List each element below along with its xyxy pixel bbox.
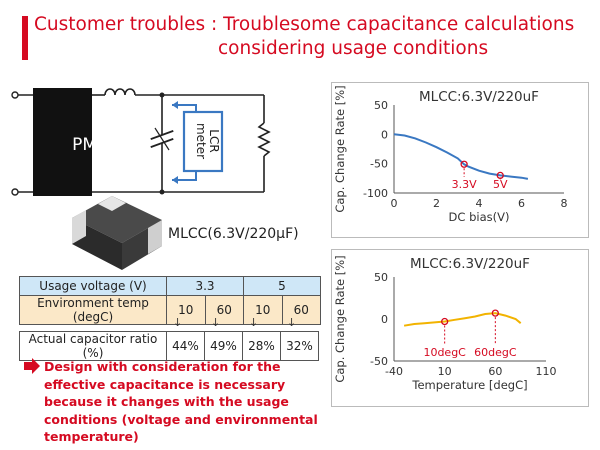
series-line: [393, 133, 529, 180]
lcr-meter-box: [182, 110, 224, 173]
temp-cell: 60: [281, 295, 321, 325]
x-tick-label: -40: [385, 365, 403, 378]
y-tick-label: -50: [370, 158, 388, 171]
ratio-cell: 32%: [280, 331, 319, 361]
annotation-label: 5V: [493, 178, 508, 191]
mlcc-chip-image: [72, 196, 162, 270]
title-accent-bar: [22, 16, 28, 60]
chart-title: MLCC:6.3V/220uF: [410, 256, 530, 272]
capacitor-plate-top: [150, 130, 174, 140]
x-tick-label: 4: [476, 197, 483, 210]
x-tick-label: 110: [536, 365, 557, 378]
down-arrow-icon: ↓: [173, 316, 183, 329]
y-axis-label: Cap. Change Rate [%]: [333, 255, 347, 382]
inductor-icon: [104, 88, 136, 96]
ratio-cell: 28%: [242, 331, 281, 361]
temp-cell: 10: [166, 295, 206, 325]
x-tick-label: 6: [518, 197, 525, 210]
design-note: Design with consideration for the effect…: [44, 359, 318, 444]
down-arrow-icon: ↓: [211, 316, 221, 329]
annotation-label: 60degC: [474, 346, 517, 359]
usage-conditions-table: Usage voltage (V) 3.3 5 Environment temp…: [19, 276, 321, 325]
resistor-icon: [257, 122, 271, 157]
down-arrow-icon: ↓: [249, 316, 259, 329]
x-tick-label: 0: [391, 197, 398, 210]
annotation-point: [460, 160, 468, 168]
y-axis-label: Cap. Change Rate [%]: [333, 85, 347, 212]
y-tick-label: 0: [381, 313, 388, 326]
ratio-cell: 44%: [166, 331, 205, 361]
x-tick-label: 8: [561, 197, 568, 210]
terminal-bottom-left: [11, 188, 19, 196]
y-tick-label: -50: [370, 355, 388, 368]
voltage-cell: 5: [243, 276, 321, 296]
circuit-diagram: LCR meter: [11, 88, 271, 270]
capacitor-ratio-table: Actual capacitor ratio (%) 44% 49% 28% 3…: [19, 331, 319, 361]
ratio-cell: 49%: [204, 331, 243, 361]
page-title-line-2: considering usage conditions: [218, 38, 489, 59]
right-arrow-icon: [24, 358, 40, 374]
chart-title: MLCC:6.3V/220uF: [419, 89, 539, 105]
terminal-top-left: [11, 91, 19, 99]
x-tick-label: 10: [438, 365, 452, 378]
page-title-line-1: Customer troubles : Troublesome capacita…: [34, 14, 575, 35]
usage-voltage-label: Usage voltage (V): [19, 276, 167, 296]
annotation-point: [491, 309, 499, 317]
pmic-block: [33, 88, 92, 196]
voltage-cell: 3.3: [166, 276, 244, 296]
y-tick-label: 50: [374, 271, 388, 284]
y-tick-label: -100: [363, 187, 388, 200]
lcr-meter-label-1: LCR: [207, 129, 221, 152]
env-temp-label: Environment temp (degC): [19, 295, 167, 325]
y-tick-label: 50: [374, 99, 388, 112]
x-axis-label: DC bias(V): [449, 210, 510, 224]
annotation-point: [441, 317, 449, 326]
temp-cell: 60: [204, 295, 244, 325]
annotation-label: 10degC: [423, 346, 466, 359]
annotation-label: 3.3V: [452, 178, 477, 191]
ratio-label: Actual capacitor ratio (%): [19, 331, 167, 361]
temp-cell: 10: [243, 295, 283, 325]
x-axis-label: Temperature [degC]: [411, 378, 527, 392]
x-tick-label: 2: [433, 197, 440, 210]
y-tick-label: 0: [381, 128, 388, 141]
x-tick-label: 60: [488, 365, 502, 378]
lcr-meter-label-2: meter: [194, 123, 208, 159]
mlcc-label: MLCC(6.3V/220μF): [168, 226, 299, 242]
pmic-label: PMIC: [72, 135, 114, 155]
series-line: [403, 312, 522, 327]
down-arrow-icon: ↓: [287, 316, 297, 329]
